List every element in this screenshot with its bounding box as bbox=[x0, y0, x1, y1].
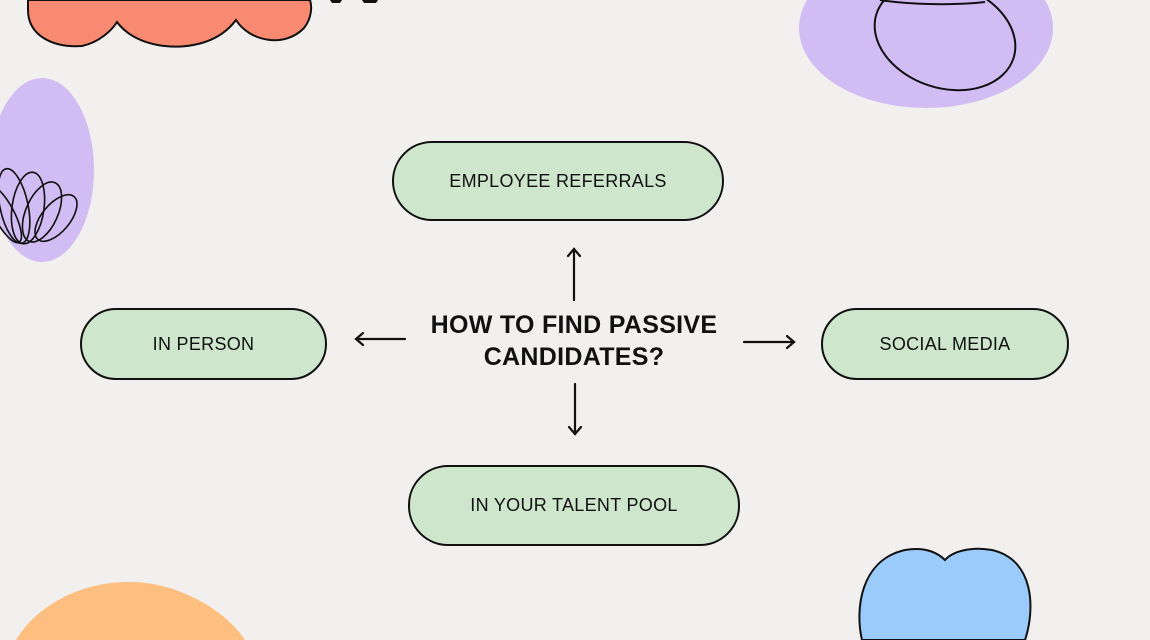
central-question-line-1: HOW TO FIND PASSIVE bbox=[430, 311, 718, 339]
node-social-media: SOCIAL MEDIA bbox=[821, 308, 1069, 380]
arrow-up bbox=[566, 247, 582, 302]
node-talent-pool: IN YOUR TALENT POOL bbox=[408, 465, 740, 546]
arrow-right bbox=[742, 334, 796, 350]
node-label-social-media: SOCIAL MEDIA bbox=[879, 333, 1011, 354]
blue-heart-blob bbox=[858, 547, 1032, 640]
loop-scribble-icon bbox=[873, 0, 1017, 92]
lavender-blob-top-right bbox=[799, 0, 1053, 108]
node-label-in-person: IN PERSON bbox=[152, 333, 255, 354]
arrow-down bbox=[567, 382, 583, 436]
central-question: HOW TO FIND PASSIVE CANDIDATES? bbox=[404, 309, 744, 373]
scribble-mark bbox=[330, 0, 378, 3]
spiral-scribble-icon bbox=[0, 167, 78, 245]
node-employee-referrals: EMPLOYEE REFERRALS bbox=[392, 141, 724, 221]
coral-cloud-shape bbox=[27, 0, 313, 48]
arrow-left bbox=[354, 331, 407, 347]
node-label-employee-referrals: EMPLOYEE REFERRALS bbox=[449, 170, 667, 191]
loop-scribble-tail bbox=[879, 0, 986, 6]
central-question-line-2: CANDIDATES? bbox=[483, 343, 665, 371]
node-label-talent-pool: IN YOUR TALENT POOL bbox=[470, 495, 678, 515]
orange-blob-bottom-left bbox=[16, 581, 245, 640]
node-in-person: IN PERSON bbox=[80, 308, 327, 380]
